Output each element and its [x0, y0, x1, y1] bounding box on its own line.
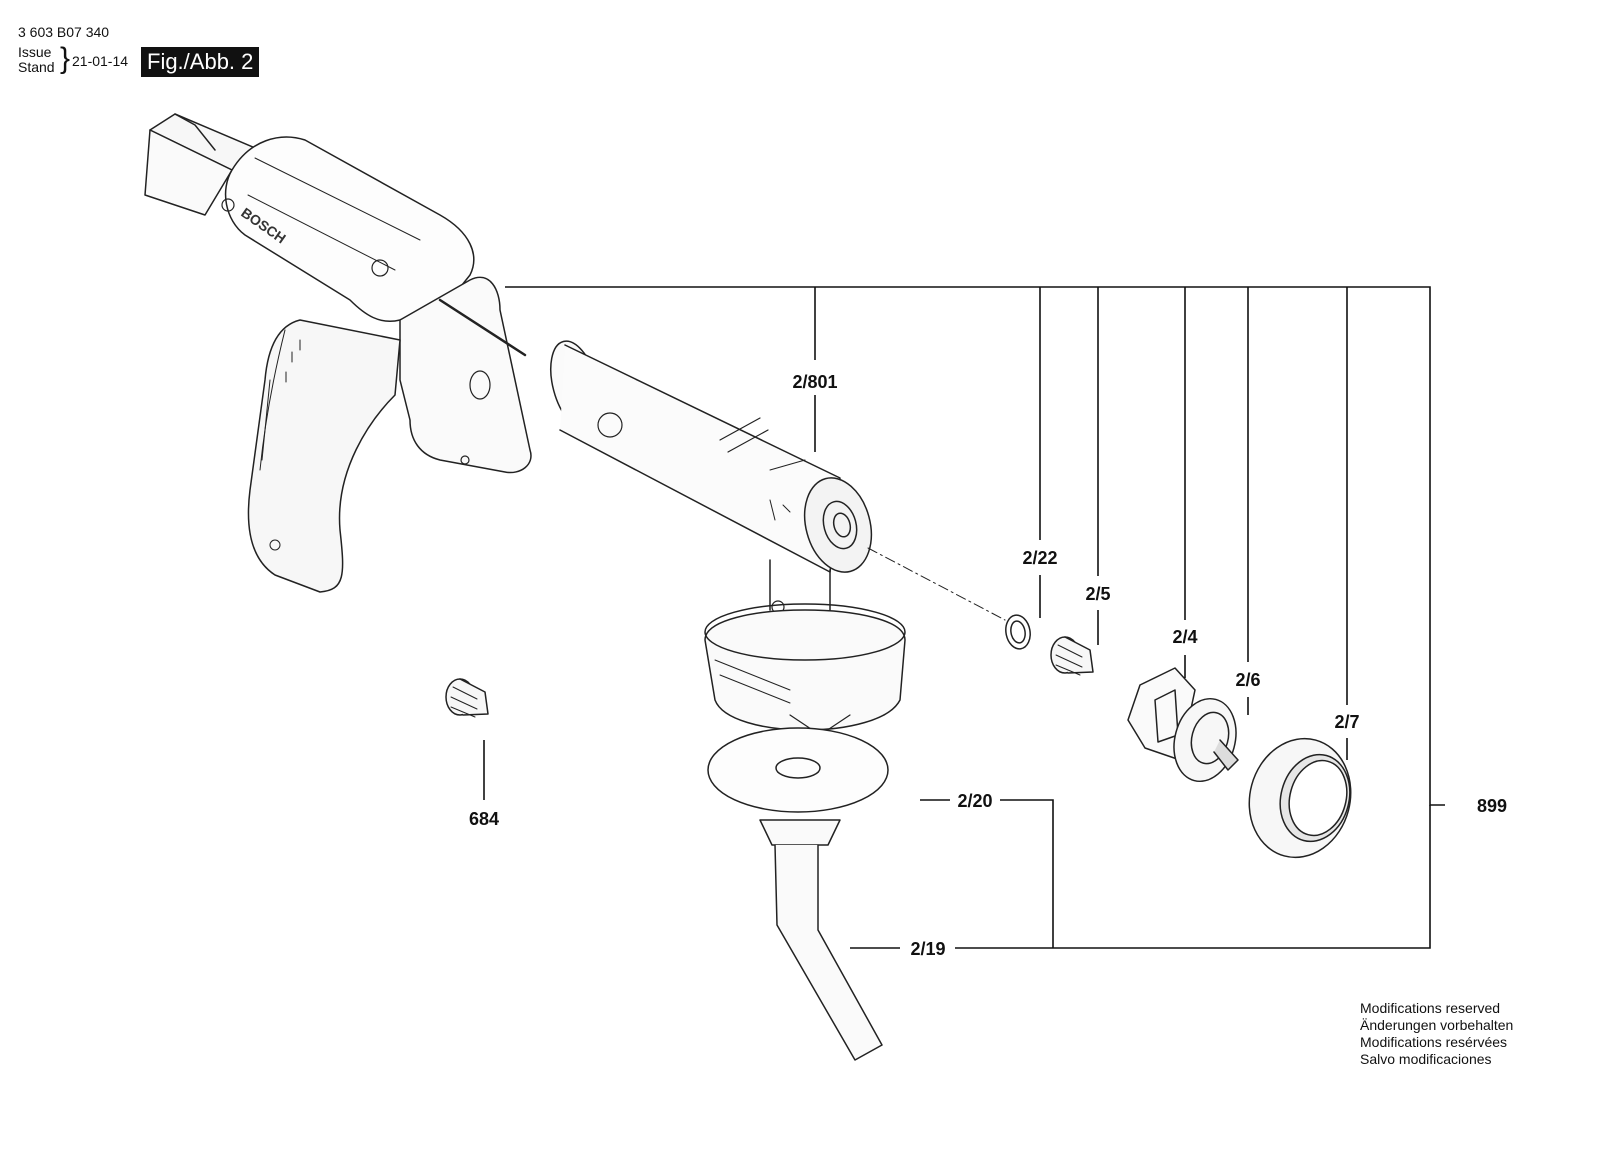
callout-2-22: 2/22	[1022, 548, 1057, 568]
notice-line-fr: Modifications resérvées	[1360, 1034, 1508, 1050]
callout-899: 899	[1477, 796, 1507, 816]
nut-2-7-drawing	[1248, 737, 1352, 859]
callout-2-801: 2/801	[792, 372, 837, 392]
figure-badge: Fig./Abb. 2	[141, 47, 260, 77]
stand-label: Stand	[18, 59, 55, 75]
tool-body-drawing: BOSCH	[144, 113, 532, 593]
part-number: 3 603 B07 340	[18, 24, 110, 40]
issue-labels: Issue Stand	[18, 45, 55, 75]
callout-684: 684	[469, 809, 499, 829]
brace-symbol: }	[60, 42, 71, 75]
o-ring-drawing	[1005, 614, 1031, 650]
issue-date: 21-01-14	[72, 53, 129, 69]
notice-line-es: Salvo modificaciones	[1360, 1051, 1492, 1067]
notice-line-en: Modifications reserved	[1360, 1000, 1501, 1016]
modifications-notice: Modifications reserved Änderungen vorbeh…	[1360, 1000, 1513, 1068]
notice-line-de: Änderungen vorbehalten	[1360, 1017, 1514, 1033]
callout-2-20: 2/20	[957, 791, 992, 811]
callout-2-4: 2/4	[1172, 627, 1197, 647]
nozzle-housing-drawing	[550, 340, 1006, 736]
nozzle-2-5-drawing	[1050, 636, 1094, 676]
callout-2-7: 2/7	[1334, 712, 1359, 732]
callout-2-6: 2/6	[1235, 670, 1260, 690]
callout-2-19: 2/19	[910, 939, 945, 959]
disc-drawing	[707, 727, 889, 813]
callout-labels: 2/801 2/22 2/5 2/4 2/6 2/7 899 2/20 2/19…	[469, 372, 1507, 959]
cap-2-6-drawing	[1173, 697, 1239, 783]
leader-lines	[483, 286, 1445, 949]
issue-label: Issue	[18, 44, 52, 60]
suction-tube-drawing	[759, 819, 883, 1061]
callout-2-5: 2/5	[1085, 584, 1110, 604]
nozzle-684-drawing	[445, 678, 489, 718]
